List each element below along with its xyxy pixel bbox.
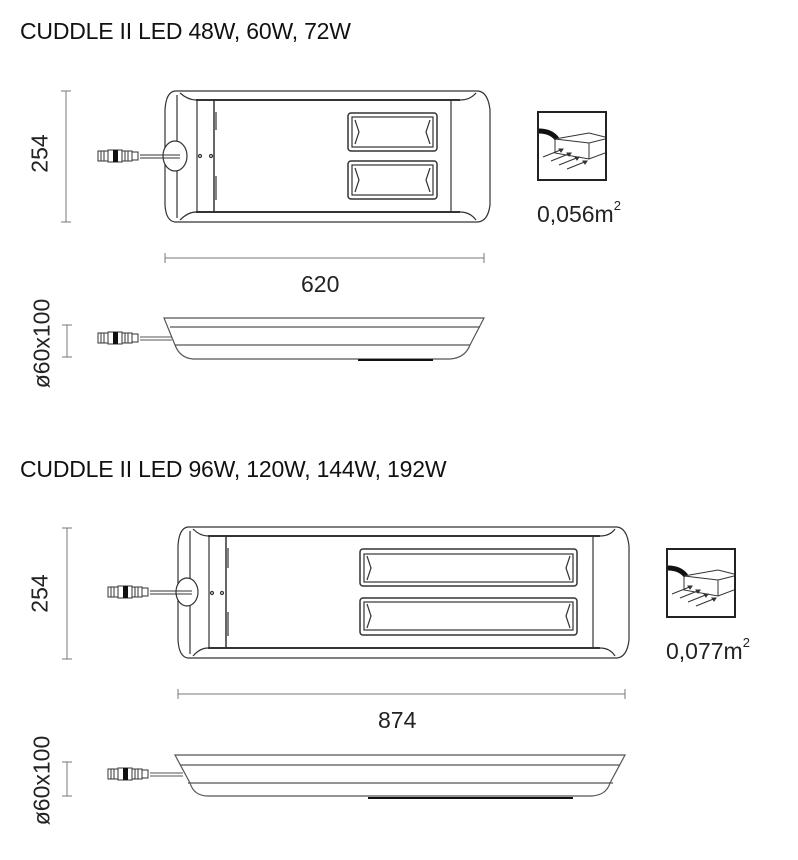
- section-2-height-dimension-line: [62, 527, 72, 660]
- section-2-wind-area-icon: [666, 548, 736, 618]
- section-2-connector-plug-icon: [107, 585, 149, 599]
- section-1-length-dimension-line: [164, 253, 485, 263]
- section-1-height-dimension-line: [61, 90, 71, 223]
- section-1-wind-area-icon: [537, 111, 607, 181]
- section-1-title: CUDDLE II LED 48W, 60W, 72W: [20, 18, 351, 44]
- section-2-length-label: 874: [378, 707, 417, 733]
- section-1-connector-plug-icon: [97, 149, 139, 163]
- section-2-length-dimension-line: [177, 689, 626, 699]
- section-2-side-view: [173, 754, 627, 799]
- section-1-side-connector-plug-icon: [97, 331, 139, 345]
- section-2-side-connector-plug-icon: [107, 767, 149, 781]
- section-1-top-view: [162, 90, 491, 223]
- section-1-side-view: [163, 317, 485, 361]
- section-2-title: CUDDLE II LED 96W, 120W, 144W, 192W: [20, 456, 447, 482]
- section-1-area-label: 0,056m2: [537, 198, 621, 227]
- section-2-top-view: [175, 526, 630, 659]
- section-1-length-label: 620: [301, 271, 340, 297]
- section-2-area-label: 0,077m2: [666, 635, 750, 664]
